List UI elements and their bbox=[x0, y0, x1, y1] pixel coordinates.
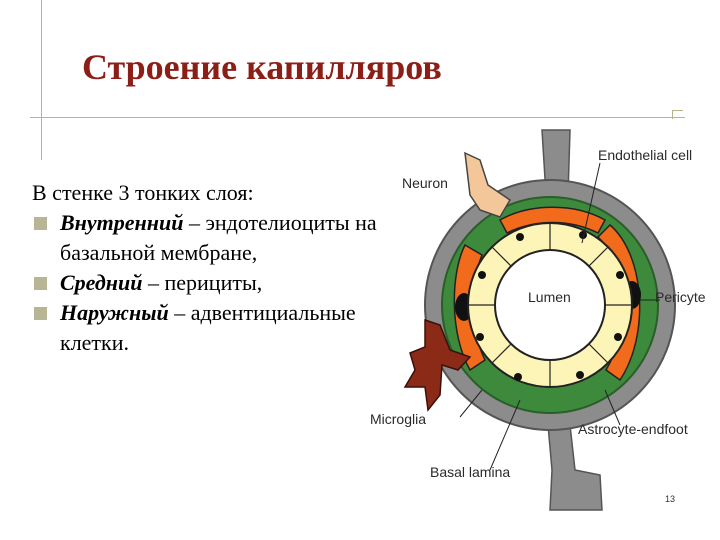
slide-body: В стенке 3 тонких слоя: Внутренний – энд… bbox=[32, 178, 382, 358]
square-bullet-icon bbox=[34, 277, 47, 290]
label-astrocyte-endfoot: Astrocyte-endfoot bbox=[578, 421, 688, 437]
desc-middle: – перициты, bbox=[143, 270, 263, 295]
astrocyte-stalk-bottom bbox=[548, 425, 602, 510]
label-endothelial-cell: Endothelial cell bbox=[598, 147, 692, 163]
label-microglia: Microglia bbox=[370, 411, 426, 427]
bullet-inner-layer: Внутренний – эндотелиоциты на базальной … bbox=[32, 208, 382, 268]
frame-horizontal-rule bbox=[30, 117, 685, 118]
label-lumen: Lumen bbox=[528, 289, 571, 305]
frame-vertical-rule bbox=[41, 0, 42, 160]
slide-title: Строение капилляров bbox=[82, 46, 642, 88]
intro-text: В стенке 3 тонких слоя: bbox=[32, 178, 382, 208]
square-bullet-icon bbox=[34, 307, 47, 320]
page-number: 13 bbox=[665, 494, 675, 504]
square-bullet-icon bbox=[34, 217, 47, 230]
term-outer: Наружный bbox=[60, 300, 169, 325]
frame-corner-mark bbox=[672, 110, 683, 119]
capillary-diagram: Neuron Endothelial cell Lumen Pericyte M… bbox=[370, 125, 720, 520]
term-middle: Средний bbox=[60, 270, 143, 295]
bullet-outer-layer: Наружный – адвентициальные клетки. bbox=[32, 298, 382, 358]
layer-list: Внутренний – эндотелиоциты на базальной … bbox=[32, 208, 382, 358]
term-inner: Внутренний bbox=[60, 210, 183, 235]
label-neuron: Neuron bbox=[402, 175, 448, 191]
label-basal-lamina: Basal lamina bbox=[430, 464, 510, 480]
capillary-diagram-svg: Neuron Endothelial cell Lumen Pericyte M… bbox=[370, 125, 720, 520]
lumen bbox=[495, 250, 605, 360]
bullet-middle-layer: Средний – перициты, bbox=[32, 268, 382, 298]
label-pericyte: Pericyte bbox=[655, 289, 706, 305]
